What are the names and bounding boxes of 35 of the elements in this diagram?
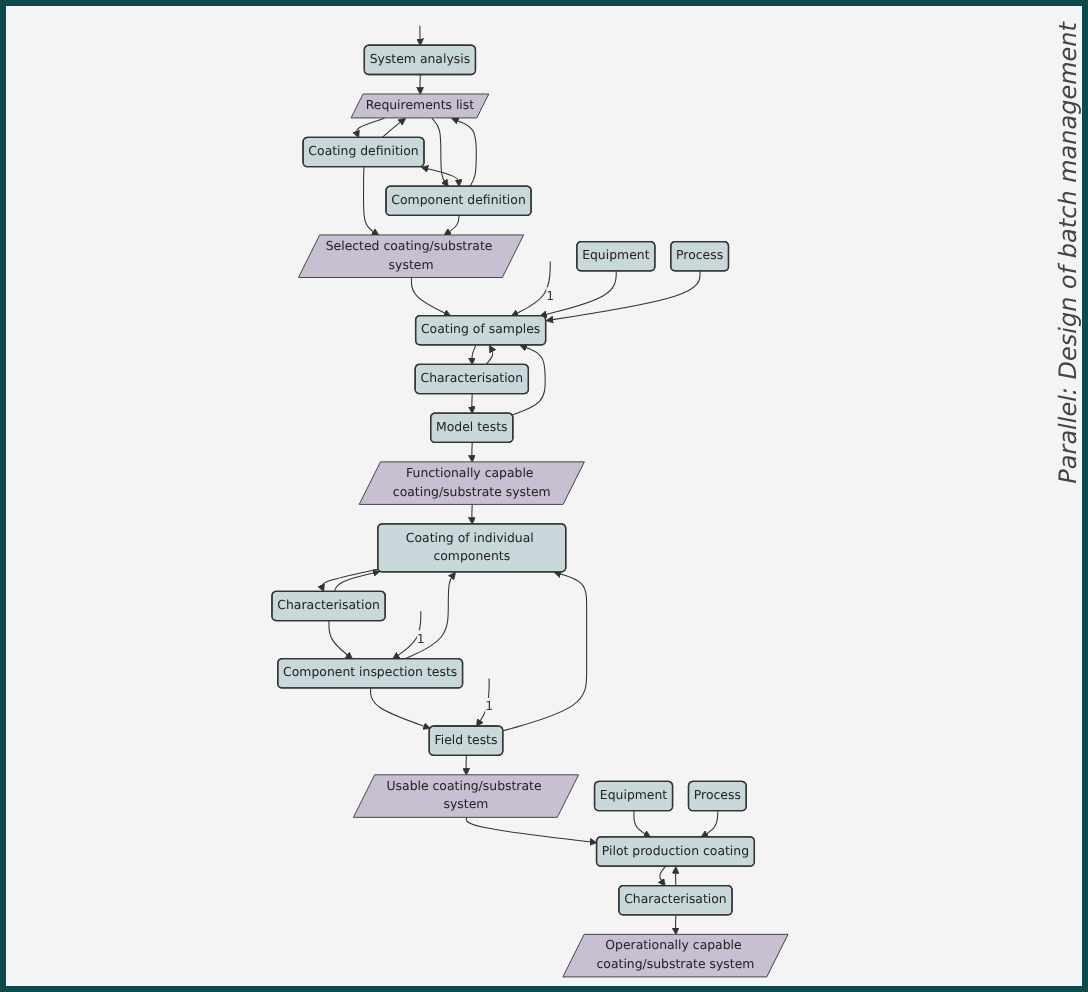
arrow	[633, 810, 652, 838]
arrow	[410, 277, 452, 317]
arrow	[468, 442, 476, 463]
arrow	[511, 344, 546, 416]
arrow	[671, 914, 680, 936]
arrow	[420, 165, 463, 187]
arrow	[462, 755, 471, 776]
arrow	[416, 74, 424, 95]
arrow	[502, 570, 588, 732]
arrow	[416, 25, 424, 47]
arrow	[370, 687, 431, 730]
arrow	[404, 571, 456, 660]
arrow	[317, 568, 379, 593]
arrow	[510, 261, 551, 317]
arrow	[328, 620, 353, 660]
arrow	[468, 344, 477, 366]
side-note: Parallel: Design of batch management	[1054, 22, 1082, 484]
arrow	[352, 117, 385, 139]
arrow	[539, 270, 617, 319]
arrow	[443, 215, 460, 236]
arrow	[468, 393, 476, 414]
arrow	[392, 610, 422, 660]
arrow	[485, 344, 497, 366]
arrow	[476, 678, 490, 727]
arrow	[671, 866, 680, 887]
arrow	[465, 817, 598, 846]
arrow	[700, 810, 719, 838]
arrow	[363, 166, 380, 236]
arrow	[657, 866, 666, 887]
arrow	[381, 118, 407, 139]
arrow	[431, 117, 449, 187]
arrow	[451, 117, 477, 188]
arrow	[333, 569, 381, 593]
arrow	[545, 270, 701, 324]
arrow	[468, 504, 476, 525]
